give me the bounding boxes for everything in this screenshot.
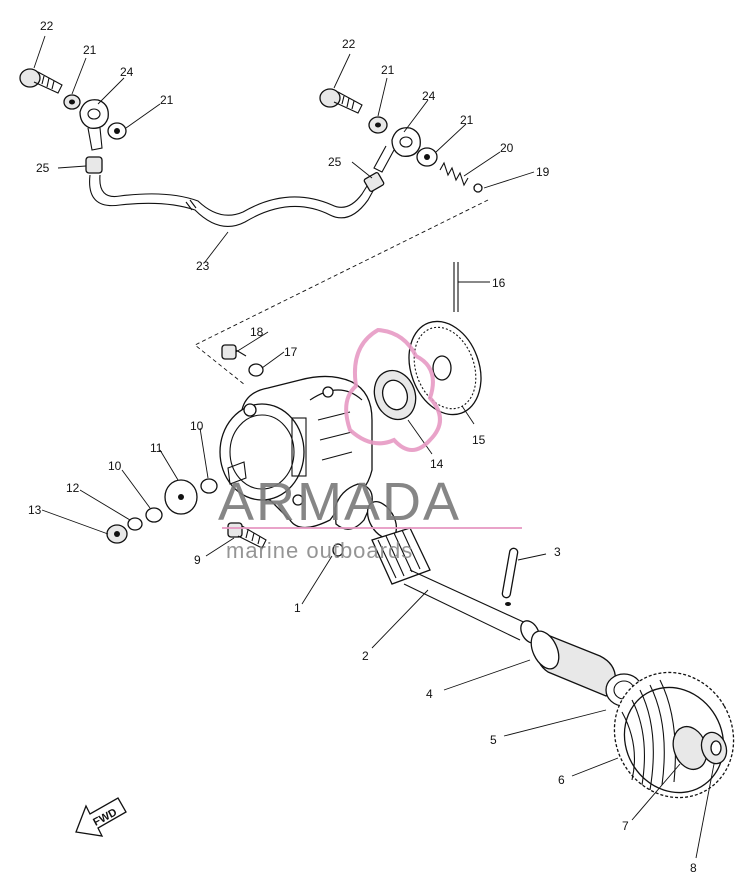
label-6: 6	[558, 773, 565, 787]
banjo-fitting-left	[79, 99, 109, 151]
label-22-left: 22	[40, 19, 54, 33]
label-15: 15	[472, 433, 486, 447]
label-11: 11	[150, 441, 163, 455]
spring	[439, 161, 469, 187]
hose-clip-left	[85, 156, 103, 174]
label-17: 17	[284, 345, 298, 359]
label-25-left: 25	[36, 161, 50, 175]
label-13: 13	[28, 503, 42, 517]
oil-hose	[89, 174, 379, 227]
screw-18	[221, 344, 237, 360]
label-21-d: 21	[460, 113, 474, 127]
fwd-arrow-icon: FWD	[75, 797, 127, 837]
label-24-right: 24	[422, 89, 436, 103]
watermark-logo-icon	[344, 327, 442, 452]
label-7: 7	[622, 819, 629, 833]
label-16: 16	[492, 276, 506, 290]
washer-10-a	[145, 507, 163, 523]
drive-washers-group	[106, 478, 218, 544]
driven-gear-group	[408, 262, 482, 416]
label-10-upper: 10	[190, 419, 204, 433]
leader-lines	[33, 35, 715, 859]
label-5: 5	[490, 733, 497, 747]
washer-10-b	[200, 478, 218, 494]
label-21-b: 21	[160, 93, 174, 107]
oil-seal-14	[373, 369, 417, 421]
oil-pump-body	[219, 375, 373, 530]
label-9: 9	[194, 553, 201, 567]
label-10-lower: 10	[108, 459, 122, 473]
label-24-left: 24	[120, 65, 134, 79]
label-2: 2	[362, 649, 369, 663]
bolt-9	[227, 522, 267, 549]
label-20: 20	[500, 141, 514, 155]
label-18: 18	[250, 325, 264, 339]
label-3: 3	[554, 545, 561, 559]
o-ring-1	[332, 543, 344, 557]
label-22-right: 22	[342, 37, 356, 51]
label-21-a: 21	[83, 43, 97, 57]
banjo-fitting-right	[373, 127, 421, 173]
label-12: 12	[66, 481, 80, 495]
fwd-label: FWD	[91, 806, 119, 828]
drive-shaft-group	[366, 501, 735, 799]
union-bolt-left	[19, 68, 63, 94]
pin-3	[501, 547, 519, 599]
union-bolt-right	[319, 88, 363, 114]
lockwasher-12	[127, 517, 143, 531]
check-ball	[473, 183, 483, 193]
label-4: 4	[426, 687, 433, 701]
worm-gear	[371, 527, 431, 585]
label-14: 14	[430, 457, 444, 471]
label-25-right: 25	[328, 155, 342, 169]
watermark-title: ARMADA	[218, 472, 461, 532]
label-1: 1	[294, 601, 301, 615]
washer-17	[248, 363, 264, 377]
hose-clip-right	[363, 172, 385, 192]
label-8: 8	[690, 861, 697, 875]
part-number-labels: 22 21 24 21 25 23 22 21 24 21 25 20 19 1…	[28, 19, 697, 875]
label-21-c: 21	[381, 63, 395, 77]
label-19: 19	[536, 165, 550, 179]
oil-hose-assembly	[19, 68, 489, 386]
pin-16	[453, 262, 459, 312]
watermark-subtitle: marine outboards	[226, 538, 413, 563]
watermark: ARMADA marine outboards	[218, 327, 522, 563]
label-23: 23	[196, 259, 210, 273]
